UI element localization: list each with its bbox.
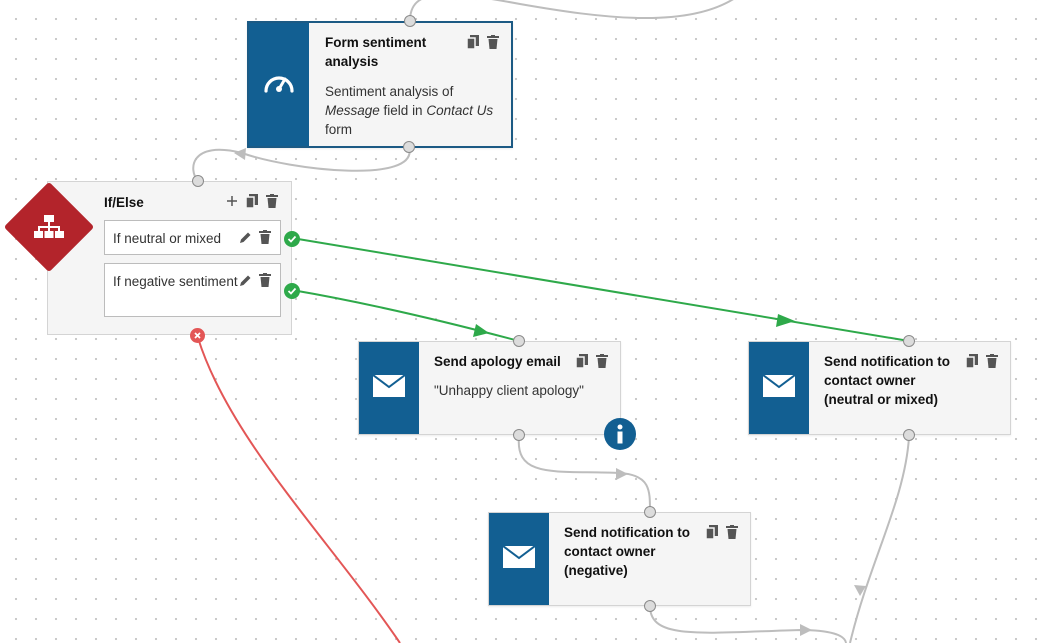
connector-apology-to-notify-negative[interactable] — [517, 436, 651, 512]
connector-sentiment-to-ifelse[interactable] — [192, 146, 411, 182]
envelope-icon — [502, 544, 536, 573]
input-port[interactable] — [513, 335, 525, 347]
notify-owner-neutral-node[interactable]: Send notification to contact owner (neut… — [748, 341, 1011, 435]
copy-icon[interactable] — [245, 194, 259, 208]
input-port[interactable] — [404, 15, 416, 27]
output-port[interactable] — [513, 429, 525, 441]
input-port[interactable] — [644, 506, 656, 518]
input-port[interactable] — [903, 335, 915, 347]
add-condition-icon[interactable] — [225, 194, 239, 208]
node-title: Form sentiment analysis — [325, 35, 427, 69]
copy-icon[interactable] — [965, 354, 979, 368]
output-port[interactable] — [403, 141, 415, 153]
output-port[interactable] — [644, 600, 656, 612]
condition-label: If neutral or mixed — [113, 231, 222, 246]
node-actions — [466, 35, 500, 49]
node-actions — [225, 194, 279, 208]
envelope-icon — [372, 373, 406, 402]
node-title: If/Else — [104, 195, 144, 210]
connector-top-loop[interactable] — [409, 0, 738, 22]
node-description: "Unhappy client apology" — [434, 383, 584, 398]
send-apology-email-node[interactable]: Send apology email "Unhappy client apolo… — [358, 341, 621, 435]
condition-label: If negative sentiment — [113, 274, 238, 289]
connector-else-branch[interactable] — [197, 337, 401, 643]
description-suffix: form — [325, 122, 352, 137]
node-description: Sentiment analysis of Message field in C… — [325, 82, 500, 139]
connector-neutral-notify-down[interactable] — [849, 436, 910, 643]
envelope-icon — [762, 373, 796, 402]
trash-icon[interactable] — [258, 230, 272, 244]
trash-icon[interactable] — [985, 354, 999, 368]
connector-arrow-head — [854, 585, 866, 596]
node-icon-panel — [749, 342, 809, 434]
node-actions — [575, 354, 609, 368]
info-icon[interactable] — [604, 418, 636, 450]
description-middle: field in — [383, 103, 423, 118]
output-port[interactable] — [903, 429, 915, 441]
node-icon-panel — [489, 513, 549, 605]
description-form: Contact Us — [426, 103, 494, 118]
copy-icon[interactable] — [575, 354, 589, 368]
node-icon-panel — [249, 23, 309, 146]
pencil-icon[interactable] — [238, 230, 252, 244]
condition-negative-sentiment[interactable]: If negative sentiment — [104, 263, 281, 317]
connector-neutral-to-notify[interactable] — [291, 237, 910, 342]
success-check-icon[interactable] — [284, 231, 300, 247]
pencil-icon[interactable] — [238, 273, 252, 287]
connector-arrow-head — [616, 468, 628, 480]
success-check-icon[interactable] — [284, 283, 300, 299]
description-field: Message — [325, 103, 380, 118]
else-close-icon[interactable] — [190, 328, 205, 343]
trash-icon[interactable] — [725, 525, 739, 539]
copy-icon[interactable] — [466, 35, 480, 49]
input-port[interactable] — [192, 175, 204, 187]
connector-arrow-head — [800, 624, 812, 636]
node-title: Send notification to contact owner (neut… — [824, 354, 950, 407]
node-actions — [965, 354, 999, 368]
condition-neutral-or-mixed[interactable]: If neutral or mixed — [104, 220, 281, 255]
node-title: Send notification to contact owner (nega… — [564, 525, 690, 578]
trash-icon[interactable] — [265, 194, 279, 208]
connector-arrow-head — [234, 148, 246, 160]
connector-arrow-head — [473, 324, 489, 337]
trash-icon[interactable] — [595, 354, 609, 368]
form-sentiment-node[interactable]: Form sentiment analysis Sentiment analys… — [247, 21, 513, 148]
trash-icon[interactable] — [258, 273, 272, 287]
description-prefix: Sentiment analysis of — [325, 84, 454, 99]
node-title: Send apology email — [434, 354, 561, 369]
condition-actions — [238, 273, 272, 287]
connector-negative-notify-down[interactable] — [649, 605, 847, 643]
connector-arrow-head — [776, 314, 795, 327]
gauge-icon — [262, 69, 296, 100]
node-icon-panel — [359, 342, 419, 434]
sitemap-icon — [33, 211, 65, 248]
node-actions — [705, 525, 739, 539]
copy-icon[interactable] — [705, 525, 719, 539]
condition-actions — [238, 230, 272, 244]
notify-owner-negative-node[interactable]: Send notification to contact owner (nega… — [488, 512, 751, 606]
connector-negative-to-apology[interactable] — [291, 289, 520, 342]
trash-icon[interactable] — [486, 35, 500, 49]
